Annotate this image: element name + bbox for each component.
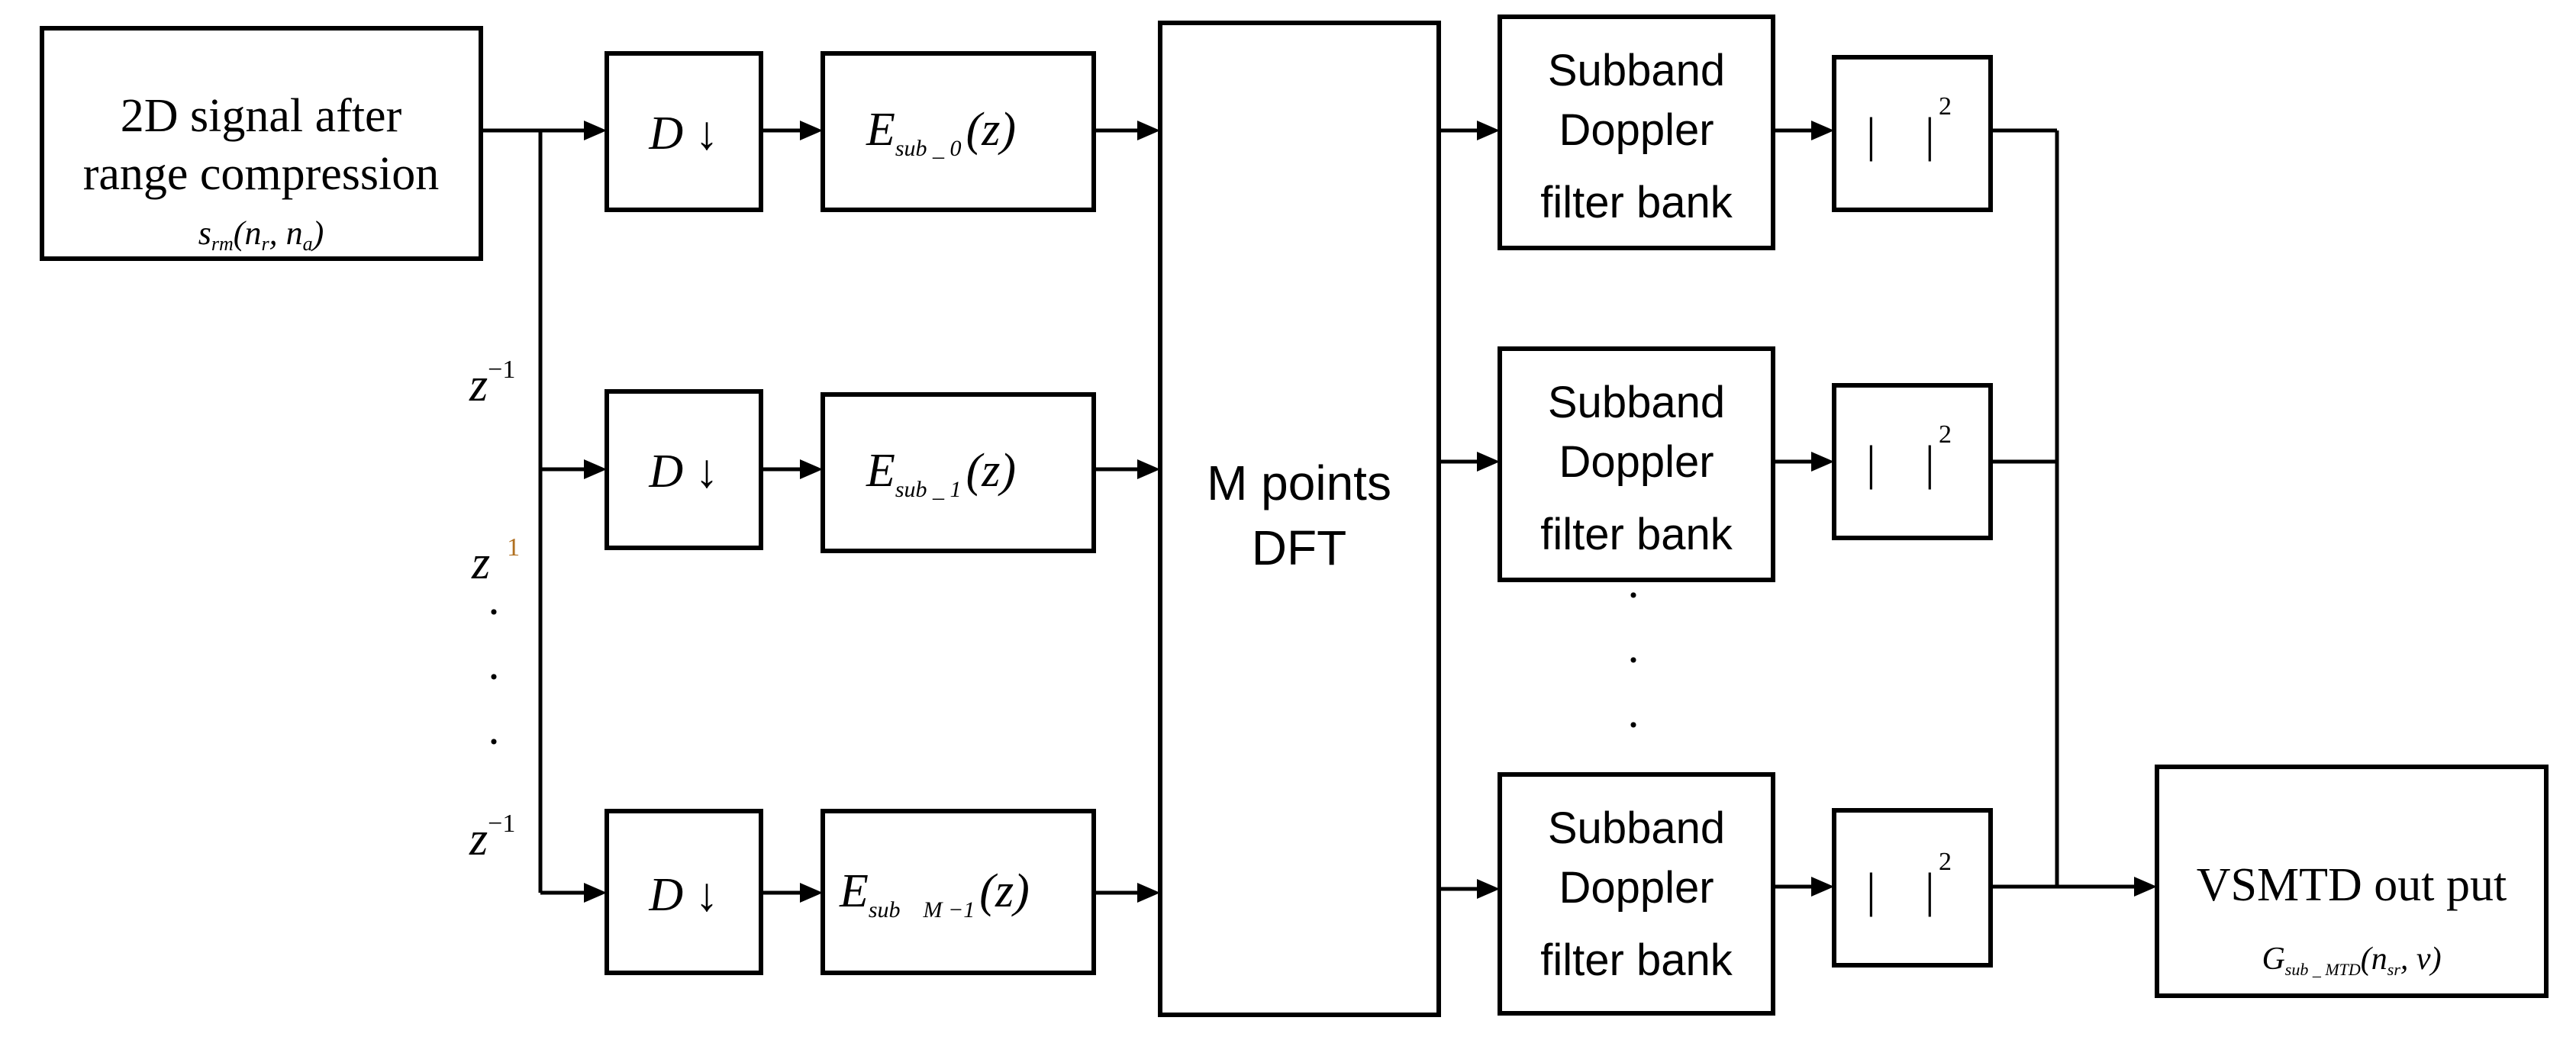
output-label: VSMTD out put (2197, 859, 2507, 911)
magnitude-squared-1: | | 2 (1832, 55, 1993, 212)
magnitude-exp: 2 (1939, 848, 1952, 876)
input-label-line1: 2D signal after (121, 90, 402, 142)
arrow-to-dft-2 (1137, 459, 1160, 479)
magnitude-bars: | | (1866, 436, 1935, 490)
filter-0-formula: Esub _ 0(z) (866, 104, 1016, 161)
doppler-filter-bank-1: Subband Doppler filter bank (1498, 14, 1775, 250)
doppler-line2: Doppler (1559, 105, 1714, 155)
doppler-line1: Subband (1548, 378, 1725, 427)
output-block: VSMTD out put Gsub _ MTD(nsr, v) (2155, 765, 2549, 998)
filter-1-formula: Esub _ 1(z) (866, 445, 1016, 502)
delay-dot-3: · (486, 716, 501, 767)
doppler-dot-3: · (1626, 700, 1641, 750)
arrowheads (584, 121, 2157, 903)
arrow-to-mag-2 (1811, 452, 1834, 472)
doppler-line2: Doppler (1559, 863, 1714, 913)
magnitude-exp: 2 (1939, 420, 1952, 449)
delay-dot-1: · (486, 587, 501, 637)
magnitude-squared-2: | | 2 (1832, 383, 1993, 540)
arrow-to-d2 (584, 459, 607, 479)
polyphase-filter-0: Esub _ 0(z) (821, 51, 1096, 212)
output-formula: Gsub _ MTD(nsr, v) (2262, 942, 2441, 979)
arrow-to-mag-3 (1811, 877, 1834, 897)
doppler-filter-bank-3: Subband Doppler filter bank (1498, 772, 1775, 1016)
doppler-line1: Subband (1548, 803, 1725, 853)
doppler-line3: filter bank (1540, 510, 1733, 559)
arrow-to-dft-3 (1137, 883, 1160, 903)
filter-m-formula: Esub M −1(z) (839, 865, 1030, 922)
polyphase-filter-1: Esub _ 1(z) (821, 392, 1096, 553)
doppler-dots: · · · (1626, 570, 1641, 750)
arrow-to-doppler-1 (1477, 121, 1500, 140)
magnitude-bars: | | (1866, 108, 1935, 162)
arrow-to-d1 (584, 121, 607, 140)
magnitude-squared-3: | | 2 (1832, 808, 1993, 968)
doppler-line3: filter bank (1540, 178, 1733, 227)
delay-z-3: z−1 (469, 810, 515, 865)
arrow-to-mag-1 (1811, 121, 1834, 140)
downsample-block-3: D ↓ (605, 809, 763, 975)
input-signal-formula: srm(nr, na) (198, 214, 324, 255)
magnitude-bars: | | (1866, 863, 1935, 917)
input-block: 2D signal after range compression srm(nr… (40, 26, 483, 261)
input-label-line2: range compression (83, 148, 440, 200)
arrow-to-doppler-2 (1477, 452, 1500, 472)
doppler-line1: Subband (1548, 46, 1725, 95)
polyphase-filter-m-minus-1: Esub M −1(z) (821, 809, 1096, 975)
arrow-to-e1 (800, 459, 823, 479)
doppler-line3: filter bank (1540, 935, 1733, 985)
downsample-label: D ↓ (648, 446, 718, 497)
doppler-filter-bank-2: Subband Doppler filter bank (1498, 346, 1775, 582)
dft-block: M points DFT (1158, 21, 1441, 1017)
downsample-label: D ↓ (648, 108, 718, 159)
doppler-dot-1: · (1626, 570, 1641, 620)
dft-label-line1: M points (1207, 456, 1391, 510)
arrow-to-dft-1 (1137, 121, 1160, 140)
arrow-to-doppler-3 (1477, 879, 1500, 899)
downsample-label: D ↓ (648, 869, 718, 921)
delay-dot-2: · (486, 652, 501, 702)
arrow-to-d3 (584, 883, 607, 903)
dft-label-line2: DFT (1252, 520, 1346, 575)
delay-z-1: z−1 (469, 356, 515, 411)
downsample-block-2: D ↓ (605, 389, 763, 550)
doppler-dot-2: · (1626, 635, 1641, 685)
magnitude-exp: 2 (1939, 92, 1952, 121)
arrow-to-output (2134, 877, 2157, 897)
arrow-to-e0 (800, 121, 823, 140)
downsample-block-1: D ↓ (605, 51, 763, 212)
doppler-line2: Doppler (1559, 437, 1714, 487)
arrow-to-em (800, 883, 823, 903)
